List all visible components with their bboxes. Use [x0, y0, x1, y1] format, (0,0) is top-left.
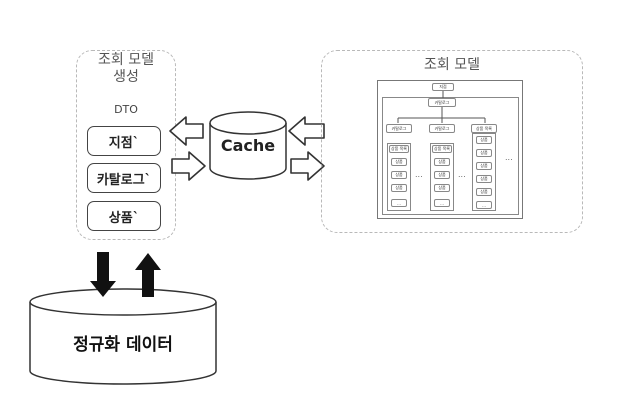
tree-column-header: 상품 목록	[471, 124, 497, 133]
tree-column	[387, 143, 411, 211]
tree-leaf: 상품	[476, 175, 492, 183]
view-model-creation-panel	[76, 50, 176, 240]
tree-column-header: 카탈로그	[386, 124, 412, 133]
tree-leaf: 상품	[391, 184, 407, 192]
arrow-left-icon	[288, 116, 325, 146]
database-label: 정규화 데이터	[73, 335, 173, 355]
arrow-down-icon	[90, 252, 116, 297]
tree-leaf: 상품 목록	[389, 145, 409, 153]
tree-node-catalog: 카탈로그	[428, 98, 456, 107]
tree-column	[472, 133, 496, 211]
tree-ellipsis: ...	[458, 170, 466, 179]
tree-leaf: ...	[476, 201, 492, 209]
cache-cylinder	[209, 111, 287, 180]
dto-item-catalog: 카탈로그`	[87, 163, 161, 193]
arrow-up-icon	[135, 253, 161, 297]
tree-leaf: 상품	[391, 158, 407, 166]
tree-leaf: 상품 목록	[432, 145, 452, 153]
dto-item-branch: 지점`	[87, 126, 161, 156]
tree-leaf: 상품	[476, 149, 492, 157]
arrow-right-icon	[171, 151, 206, 181]
tree-column-header: 카탈로그	[429, 124, 455, 133]
database-cylinder	[29, 288, 217, 385]
tree-leaf: ...	[434, 199, 450, 207]
tree-leaf: 상품	[391, 171, 407, 179]
tree-leaf: 상품	[476, 136, 492, 144]
catalog-group	[382, 97, 519, 215]
view-model-tree	[377, 80, 523, 219]
dto-item-product: 상품`	[87, 201, 161, 231]
view-model-title: 조회 모델	[424, 57, 480, 73]
dto-label: DTO	[114, 103, 138, 116]
tree-leaf: ...	[391, 199, 407, 207]
tree-leaf: 상품	[434, 158, 450, 166]
tree-leaf: 상품	[476, 188, 492, 196]
tree-leaf: 상품	[434, 184, 450, 192]
tree-column	[430, 143, 454, 211]
tree-leaf: 상품	[434, 171, 450, 179]
arrow-left-icon	[169, 116, 204, 146]
tree-ellipsis: ...	[415, 170, 423, 179]
tree-ellipsis: ...	[505, 153, 513, 162]
cache-label: Cache	[220, 136, 276, 155]
tree-node-branch: 지점	[432, 83, 454, 91]
view-model-panel	[321, 50, 583, 233]
view-model-creation-title: 조회 모델 생성	[98, 52, 154, 85]
tree-leaf: 상품	[476, 162, 492, 170]
arrow-right-icon	[290, 151, 325, 181]
